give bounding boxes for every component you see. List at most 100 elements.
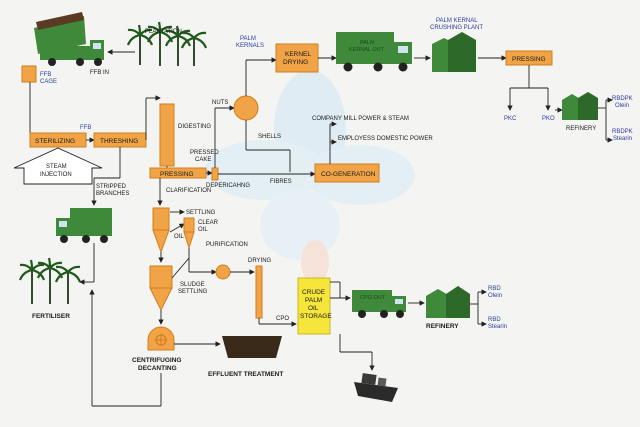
cpo-out-truck — [352, 290, 406, 318]
label-fertiliser: FERTILISER — [32, 313, 70, 320]
cpo-s-l4: STORAGE — [300, 313, 332, 320]
cogeneration-box — [314, 163, 380, 183]
rbd-olein-l1: RBD — [488, 286, 501, 292]
cpo-storage-box — [297, 277, 331, 335]
sludge-l1: SLUDGE — [180, 282, 205, 288]
stripped-line1: STRIPPED — [96, 184, 127, 190]
label-pkc: PKC — [504, 116, 517, 122]
label-nuts: NUTS — [212, 100, 228, 106]
cp-line2: CRUSHING PLANT — [430, 25, 483, 31]
label-sludge-settling: SLUDGE SETTLING — [178, 282, 208, 295]
clarification-tank — [152, 207, 170, 254]
fertiliser-palms — [18, 257, 82, 304]
clear-oil-l1: CLEAR — [198, 220, 219, 226]
kd-line1: KERNEL — [285, 51, 311, 58]
label-rbdpk-stearin: RBDPK Stearin — [612, 129, 634, 142]
steam-line2: INJECTION — [40, 172, 72, 178]
branches-truck — [56, 208, 112, 243]
cpo-s-l1: CRUDE — [302, 289, 326, 296]
cpo-s-l2: PALM — [305, 297, 322, 304]
refinery-top-icon — [562, 92, 598, 120]
label-company-mill: COMPANY MILL POWER & STEAM — [312, 116, 409, 122]
plantation-palms — [126, 21, 208, 66]
centrifuge-tank — [147, 326, 175, 351]
sludge-settling-tank — [149, 265, 173, 312]
effluent-basin — [222, 336, 282, 358]
label-threshing: THRESHING — [100, 138, 138, 145]
rbd-olein-l2: Olein — [488, 293, 502, 299]
pko-out-line1: PALM — [360, 40, 375, 46]
drying-column — [255, 265, 263, 319]
label-plantation: PLANTATION — [145, 29, 182, 35]
pko-out-line2: KERNAL OUT — [349, 47, 385, 53]
label-steam-injection: STEAM INJECTION — [40, 164, 72, 178]
label-palm-kernal-out: PALM KERNAL OUT — [349, 40, 385, 53]
watermark-flower — [205, 70, 415, 284]
cd-l2: DECANTING — [138, 365, 177, 372]
label-effluent-treatment: EFFLUENT TREATMENT — [208, 371, 283, 378]
label-sterilizing: STERILIZING — [35, 138, 75, 145]
clear-oil-l2: OIL — [198, 227, 208, 233]
label-crushing-plant: PALM KERNAL CRUSHING PLANT — [430, 18, 483, 31]
label-purification: PURIFICATION — [206, 242, 248, 248]
sludge-l2: SETTLING — [178, 289, 208, 295]
label-pressing-right: PRESSING — [512, 56, 546, 63]
rbdpk-stearin-l1: RBDPK — [612, 129, 633, 135]
label-employees: EMPLOYESS DOMESTIC POWER — [338, 136, 433, 142]
label-kernel-drying: KERNEL DRYING — [283, 51, 313, 66]
label-stripped-branches: STRIPPED BRANCHES — [96, 184, 129, 197]
pressed-line2: CAKE — [195, 157, 211, 163]
label-oil: OIL — [174, 234, 184, 240]
label-ffb-cage: FFB CAGE — [40, 72, 57, 85]
palm-kernal-out-truck — [336, 32, 412, 72]
label-clear-oil: CLEAR OIL — [198, 220, 220, 233]
ffb-cage-line2: CAGE — [40, 79, 57, 85]
label-clarification: CLARIFICATION — [166, 188, 211, 194]
label-ffb: FFB — [80, 125, 91, 131]
label-cpo: CPO — [276, 316, 289, 322]
label-cpo-out: CPO OUT — [360, 295, 386, 301]
cp-line1: PALM KERNAL — [436, 18, 478, 24]
crushing-plant-icon — [432, 32, 476, 72]
label-centrifuging-decanting: CENTRIFUGING DECANTING — [132, 357, 183, 372]
label-settling: SETTLING — [186, 210, 216, 216]
pressed-line1: PRESSED — [190, 150, 219, 156]
label-digesting: DIGESTING — [178, 124, 211, 130]
ship-icon — [354, 373, 398, 402]
kernals-line2: KERNALS — [236, 43, 264, 49]
rbdpk-olein-l2: Olein — [615, 103, 629, 109]
steam-injection-arrow — [13, 147, 103, 185]
label-pressed-cake: PRESSED CAKE — [190, 150, 220, 163]
rbdpk-olein-l1: RBDPK — [612, 96, 633, 102]
label-rbd-stearin: RBD Stearin — [488, 317, 507, 330]
label-fibres: FIBRES — [270, 179, 292, 185]
rbd-stearin-l1: RBD — [488, 317, 501, 323]
ffb-cage-box — [21, 65, 37, 83]
refinery-bottom-icon — [426, 286, 470, 318]
cd-l1: CENTRIFUGING — [132, 357, 181, 364]
label-depericarping: DEPERICAHNG — [206, 183, 250, 189]
rbd-stearin-l2: Stearin — [488, 324, 507, 330]
cpo-s-l3: OIL — [308, 305, 319, 312]
ffb-cage-line1: FFB — [40, 72, 51, 78]
rbdpk-stearin-l2: Stearin — [613, 136, 632, 142]
label-rbd-olein: RBD Olein — [488, 286, 502, 299]
steam-line1: STEAM — [46, 164, 67, 170]
stripped-line2: BRANCHES — [96, 191, 129, 197]
label-ffb-in: FFB IN — [90, 70, 109, 76]
label-pressing: PRESSING — [160, 171, 194, 178]
label-palm-kernals: PALM KERNALS — [236, 36, 264, 49]
label-cogeneration: CO-GENERATION — [321, 171, 376, 178]
label-refinery-top: REFINERY — [566, 126, 596, 132]
depericarping-box — [211, 167, 219, 181]
clear-oil-tank — [183, 217, 195, 250]
label-drying: DRYING — [248, 258, 272, 264]
label-rbdpk-olein: RBDPK Olein — [612, 96, 634, 109]
kernals-line1: PALM — [240, 36, 256, 42]
kd-line2: DRYING — [283, 59, 308, 66]
ffb-truck — [34, 12, 104, 66]
label-cpo-storage: CRUDE PALM OIL STORAGE — [300, 289, 332, 320]
label-pko: PKO — [542, 116, 555, 122]
